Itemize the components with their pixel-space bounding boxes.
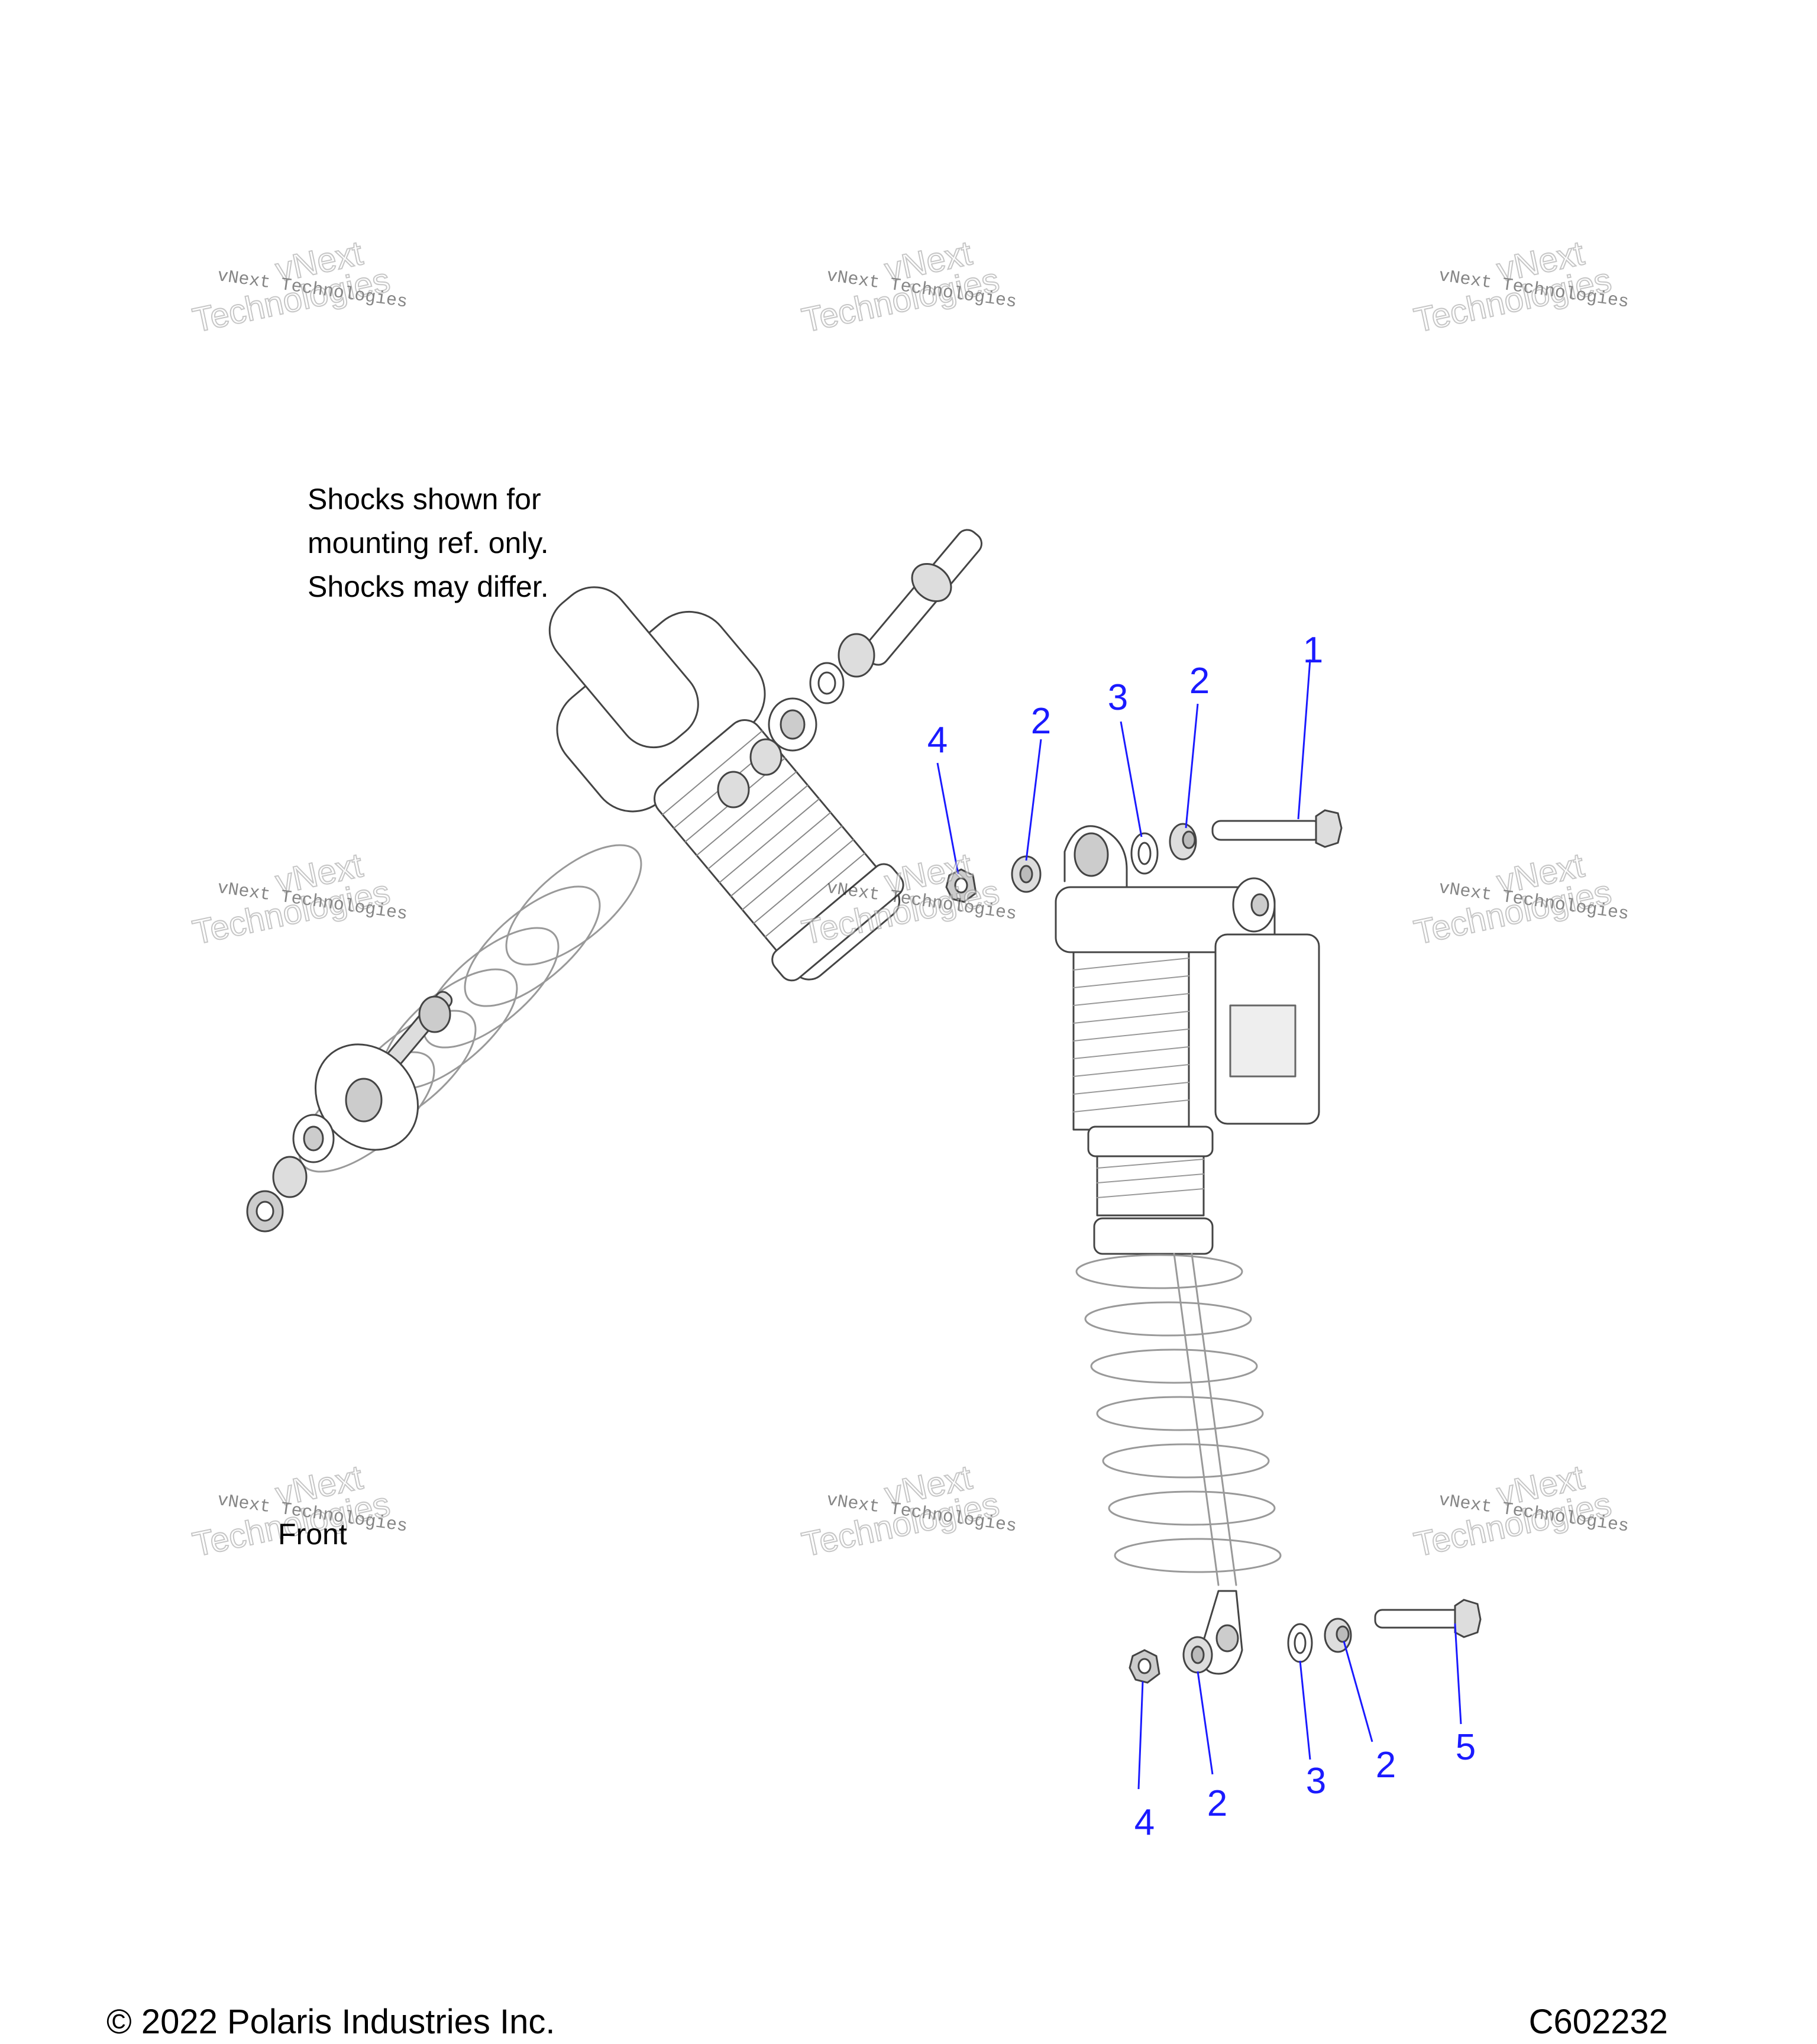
part-3-washer-bottom xyxy=(1287,1623,1313,1663)
part-2-bushing-top-left xyxy=(1011,855,1042,893)
note-line: Shocks may differ. xyxy=(308,570,549,603)
part-1-bolt xyxy=(1211,809,1343,848)
note-line: Shocks shown for xyxy=(308,483,541,516)
callout-1-top: 1 xyxy=(1302,630,1324,671)
left-shock-assembly xyxy=(246,529,982,1233)
right-shock-assembly xyxy=(1055,825,1320,1675)
figure-code: C602232 xyxy=(1528,2003,1668,2041)
part-4-nut-top xyxy=(945,868,977,903)
left-top-washer xyxy=(809,662,845,704)
copyright-text: © 2022 Polaris Industries Inc. xyxy=(106,2003,555,2041)
leader-lines xyxy=(936,659,1462,1790)
callout-2-top-left: 2 xyxy=(1030,701,1052,742)
callout-3-bottom: 3 xyxy=(1305,1761,1327,1802)
callout-2-bottom-right: 2 xyxy=(1375,1745,1396,1786)
part-2-bushing-bottom-left xyxy=(1182,1636,1213,1674)
callout-2-top-right: 2 xyxy=(1189,661,1210,701)
left-top-bolt xyxy=(863,529,982,666)
left-spring xyxy=(298,844,642,1173)
part-2-bushing-top-right xyxy=(1169,823,1197,861)
part-3-washer-top xyxy=(1130,832,1159,875)
callout-2-bottom-left: 2 xyxy=(1207,1783,1228,1824)
part-5-bolt xyxy=(1374,1599,1482,1638)
note-line: mounting ref. only. xyxy=(308,526,549,559)
right-spring xyxy=(1075,1254,1282,1573)
front-label: Front xyxy=(278,1518,347,1551)
callout-3-top: 3 xyxy=(1107,677,1129,718)
part-4-nut-bottom xyxy=(1129,1649,1160,1684)
callout-4-bottom: 4 xyxy=(1134,1802,1155,1843)
part-2-bushing-bottom-right xyxy=(1324,1618,1352,1653)
left-top-bushing xyxy=(838,633,875,678)
left-lower-bushing xyxy=(272,1156,308,1198)
top-hardware xyxy=(945,809,1343,903)
callout-5-bottom: 5 xyxy=(1455,1727,1476,1768)
callout-4-top: 4 xyxy=(927,720,948,761)
bottom-hardware xyxy=(1129,1599,1482,1684)
